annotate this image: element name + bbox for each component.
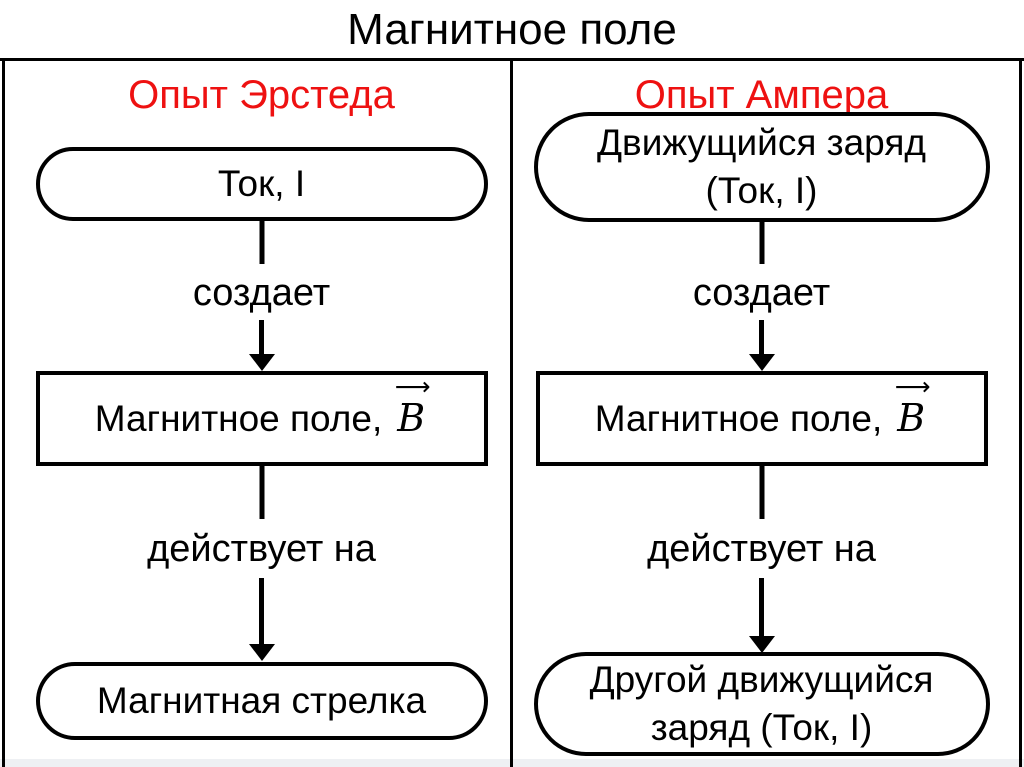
oersted-target-line1: Магнитная стрелка xyxy=(96,680,427,721)
ampere-column: Опыт Ампера Движущийся заряд (Ток, I) со… xyxy=(508,58,1015,767)
ampere-field-line: Магнитное поле, ⟶ B xyxy=(594,374,931,443)
ampere-creates-label: создает xyxy=(692,272,831,314)
vector-arrow-icon: ⟶ xyxy=(894,372,931,401)
arrow-shaft xyxy=(259,578,264,644)
oersted-source-line1: Ток, I xyxy=(217,163,306,204)
right-border-line xyxy=(1019,61,1022,767)
oersted-column: Опыт Эрстеда Ток, I создает Магнитное по… xyxy=(8,58,515,767)
ampere-target-line1: Другой движущийся xyxy=(589,659,934,700)
oersted-target-box: Магнитная стрелка xyxy=(35,662,488,740)
oersted-source-box: Ток, I xyxy=(35,147,488,221)
arrow-head-icon xyxy=(248,644,275,661)
ampere-field-box: Магнитное поле, ⟶ B xyxy=(535,371,988,466)
ampere-down-arrow-2 xyxy=(748,578,775,653)
oersted-field-line: Магнитное поле, ⟶ B xyxy=(94,374,431,443)
ampere-target-box: Другой движущийся заряд (Ток, I) xyxy=(533,652,990,756)
ampere-field-text: Магнитное поле, xyxy=(594,398,883,439)
arrow-shaft xyxy=(259,320,264,354)
title-separator-line xyxy=(0,58,1024,61)
arrow-shaft xyxy=(759,578,764,636)
arrow-head-icon xyxy=(748,636,775,653)
ampere-connector-segment-1 xyxy=(759,222,764,264)
ampere-down-arrow-1 xyxy=(748,320,775,371)
vector-b-symbol: ⟶ B xyxy=(394,374,431,442)
ampere-source-line2: (Ток, I) xyxy=(705,170,818,211)
left-border-line xyxy=(2,61,5,767)
vector-letter: B xyxy=(397,396,426,440)
oersted-field-text: Магнитное поле, xyxy=(94,398,383,439)
arrow-shaft xyxy=(759,320,764,354)
ampere-connector-segment-2 xyxy=(759,466,764,519)
ampere-target-line2: заряд (Ток, I) xyxy=(650,707,873,748)
vector-letter: B xyxy=(897,396,926,440)
page-title: Магнитное поле xyxy=(347,5,677,54)
ampere-source-line1: Движущийся заряд xyxy=(597,122,926,163)
oersted-acts-label: действует на xyxy=(147,528,376,570)
ampere-header: Опыт Ампера xyxy=(634,73,889,117)
oersted-connector-segment-1 xyxy=(259,220,264,264)
oersted-header: Опыт Эрстеда xyxy=(128,73,395,117)
vector-b-symbol: ⟶ B xyxy=(894,374,931,442)
column-divider-line xyxy=(510,61,513,767)
oersted-down-arrow-1 xyxy=(248,320,275,371)
ampere-acts-label: действует на xyxy=(647,528,876,570)
oersted-down-arrow-2 xyxy=(248,578,275,661)
oersted-creates-label: создает xyxy=(192,272,331,314)
ampere-source-box: Движущийся заряд (Ток, I) xyxy=(533,112,990,222)
oersted-connector-segment-2 xyxy=(259,466,264,519)
vector-arrow-icon: ⟶ xyxy=(394,372,431,401)
arrow-head-icon xyxy=(748,354,775,371)
oersted-field-box: Магнитное поле, ⟶ B xyxy=(35,371,488,466)
arrow-head-icon xyxy=(248,354,275,371)
